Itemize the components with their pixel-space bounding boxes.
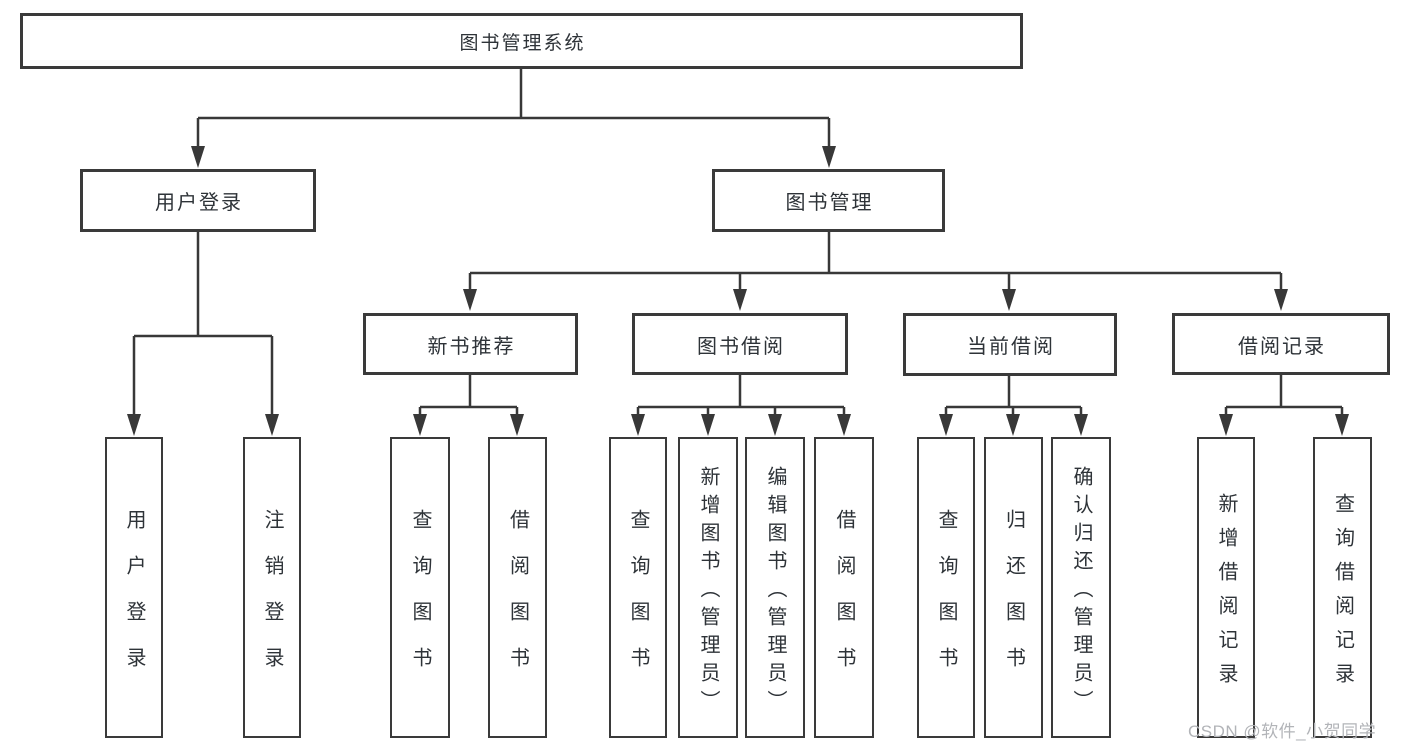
node-label: 新书推荐 bbox=[427, 335, 516, 358]
leaf-label: 查询图书 bbox=[627, 508, 649, 693]
node-new-book-recommend: 新书推荐 bbox=[363, 313, 578, 375]
leaf-logout: 注销登录 bbox=[243, 437, 301, 738]
leaf-label: 查询图书 bbox=[409, 508, 431, 693]
leaf-add-book-admin: 新增图书（管理员） bbox=[678, 437, 738, 738]
node-label: 当前借阅 bbox=[967, 336, 1055, 358]
leaf-label: 新增借阅记录 bbox=[1215, 492, 1237, 697]
node-current-borrowing: 当前借阅 bbox=[903, 313, 1117, 376]
leaf-confirm-return-admin: 确认归还（管理员） bbox=[1051, 437, 1111, 738]
node-label: 图书管理系统 bbox=[459, 32, 586, 54]
leaf-edit-book-admin: 编辑图书（管理员） bbox=[745, 437, 805, 738]
leaf-add-borrow-record: 新增借阅记录 bbox=[1197, 437, 1255, 738]
leaf-label: 编辑图书（管理员） bbox=[764, 465, 786, 718]
node-book-management: 图书管理 bbox=[712, 169, 945, 232]
node-label: 图书借阅 bbox=[697, 335, 785, 358]
leaf-query-books-borrow: 查询图书 bbox=[609, 437, 667, 738]
leaf-label: 查询借阅记录 bbox=[1331, 492, 1354, 697]
node-book-borrowing: 图书借阅 bbox=[632, 313, 848, 375]
leaf-query-borrow-record: 查询借阅记录 bbox=[1313, 437, 1372, 738]
leaf-label: 借阅图书 bbox=[506, 508, 529, 693]
node-library-management-system: 图书管理系统 bbox=[20, 13, 1023, 69]
leaf-return-books: 归还图书 bbox=[984, 437, 1043, 738]
leaf-label: 注销登录 bbox=[261, 508, 283, 693]
leaf-label: 查询图书 bbox=[935, 508, 957, 693]
leaf-user-login: 用户登录 bbox=[105, 437, 163, 738]
leaf-borrow-books-recommend: 借阅图书 bbox=[488, 437, 547, 738]
node-label: 用户登录 bbox=[155, 192, 243, 214]
leaf-label: 确认归还（管理员） bbox=[1070, 465, 1092, 718]
leaf-label: 用户登录 bbox=[123, 508, 145, 693]
leaf-borrow-books: 借阅图书 bbox=[814, 437, 874, 738]
leaf-label: 借阅图书 bbox=[833, 508, 855, 693]
csdn-watermark: CSDN @软件_小贺同学 bbox=[1188, 722, 1377, 741]
leaf-label: 归还图书 bbox=[1002, 508, 1025, 693]
node-label: 借阅记录 bbox=[1238, 335, 1326, 358]
node-user-login: 用户登录 bbox=[80, 169, 316, 232]
node-label: 图书管理 bbox=[785, 192, 874, 214]
leaf-query-books-current: 查询图书 bbox=[917, 437, 975, 738]
node-borrow-records: 借阅记录 bbox=[1172, 313, 1390, 375]
leaf-query-books-recommend: 查询图书 bbox=[390, 437, 450, 738]
leaf-label: 新增图书（管理员） bbox=[697, 465, 719, 718]
